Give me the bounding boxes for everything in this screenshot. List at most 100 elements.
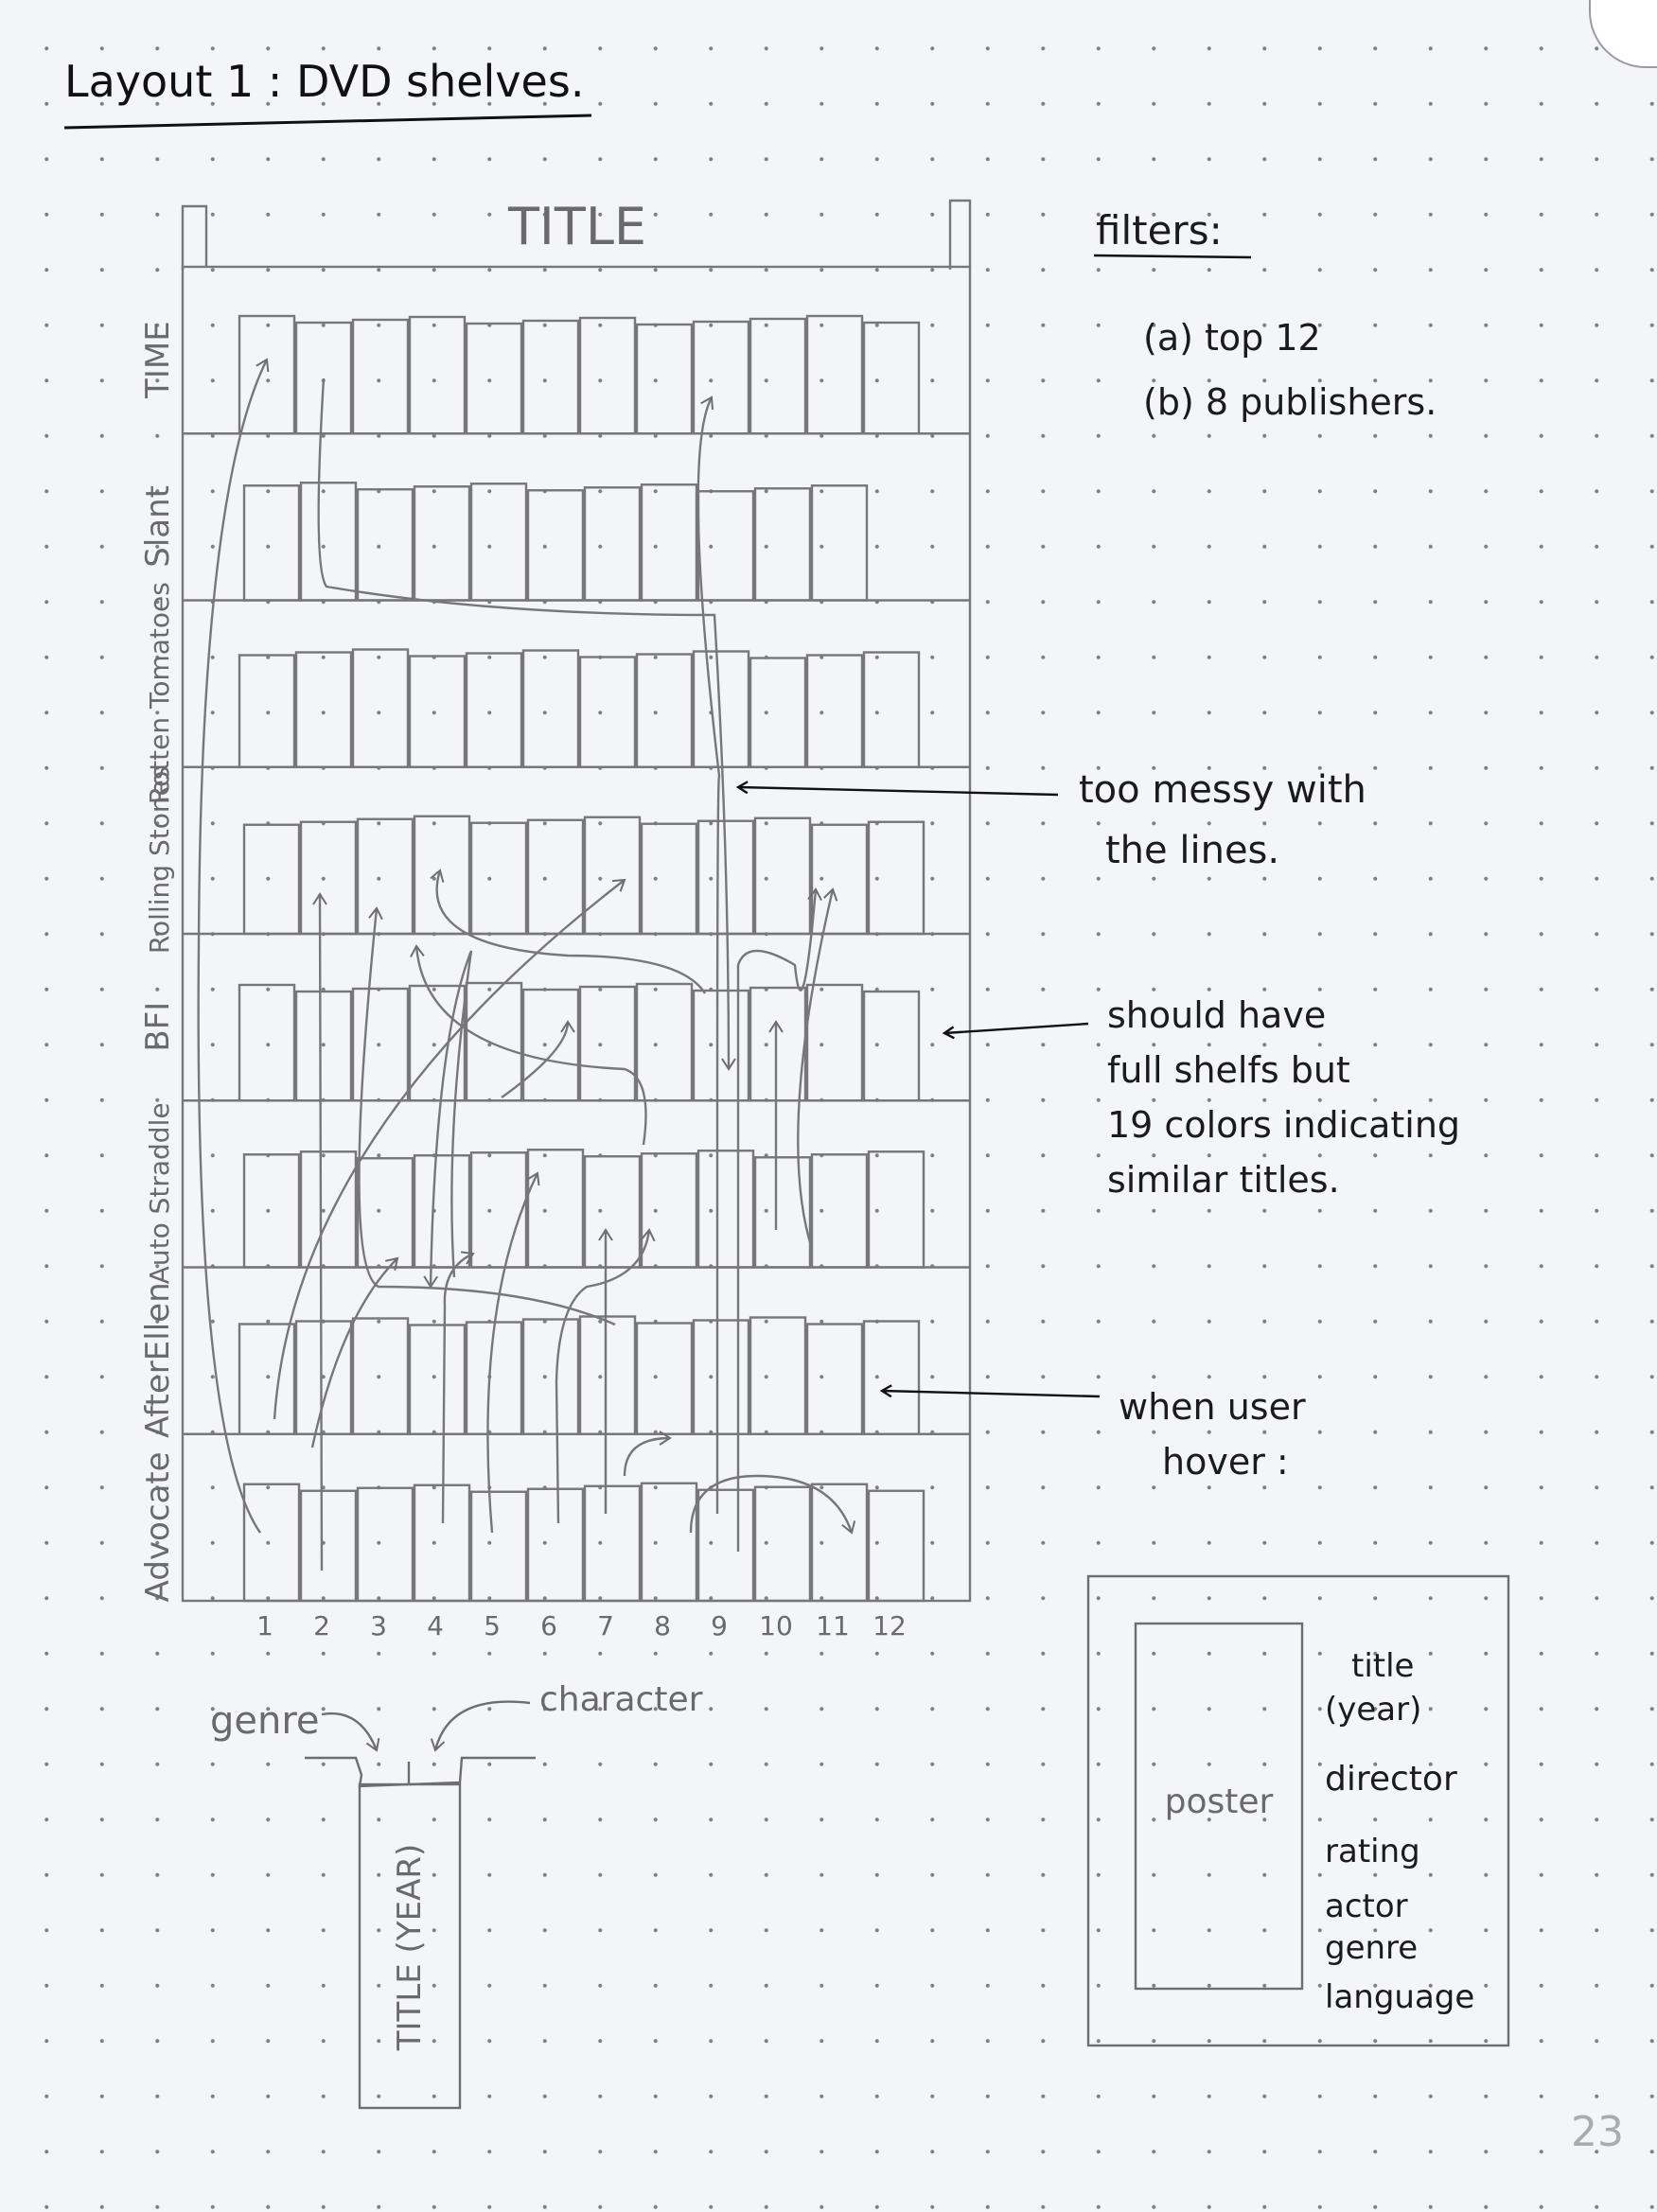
connector-line — [689, 1474, 856, 1535]
connector-line — [441, 1251, 475, 1524]
shelf-left-post — [181, 204, 208, 270]
dvd-spine — [810, 1153, 869, 1269]
connector-line — [423, 950, 473, 1289]
dvd-spine — [805, 983, 864, 1102]
hover-field: actor — [1325, 1887, 1408, 1925]
shelf-row-label: BFI — [139, 1002, 177, 1052]
shelf-row-label: Rolling Stones — [144, 766, 175, 955]
hover-field: title — [1351, 1647, 1414, 1685]
dvd-spine — [413, 815, 471, 936]
note-arrow-hover — [882, 1391, 1101, 1396]
dvd-spine — [696, 1488, 755, 1603]
shelf-column-label: 11 — [816, 1610, 850, 1641]
shelf-column-label: 4 — [427, 1610, 444, 1641]
dvd-spine — [749, 317, 807, 435]
shelf-row-label: Slant — [139, 485, 177, 568]
dvd-spine — [692, 1319, 750, 1435]
dvd-spine — [640, 1152, 698, 1269]
connector-line — [312, 892, 327, 1571]
connector-line — [430, 869, 707, 994]
connector-line — [501, 1020, 575, 1098]
hover-field: rating — [1325, 1833, 1420, 1870]
dvd-spine — [753, 816, 812, 936]
hover-card — [1086, 1574, 1510, 2047]
note-shelves-line: 19 colors indicating — [1107, 1104, 1460, 1146]
dvd-spine — [408, 1324, 467, 1435]
dvd-spine — [862, 321, 921, 435]
hover-card-frame — [1086, 1574, 1510, 2047]
shelf-row-label: Advocate — [139, 1451, 177, 1602]
dvd-spine — [696, 490, 755, 602]
dvd-spine — [753, 1156, 812, 1269]
dvd-spine — [635, 323, 694, 435]
dvd-spine — [299, 1489, 358, 1603]
dvd-spine — [521, 988, 580, 1102]
dvd-spine — [805, 1323, 864, 1435]
dvd-spine — [351, 987, 410, 1102]
dvd-spine — [578, 1315, 637, 1435]
note-shelves-line: should have — [1107, 994, 1326, 1036]
genre-arrow — [321, 1712, 380, 1752]
shelf-column-label: 3 — [370, 1610, 387, 1641]
dvd-spine — [867, 1489, 925, 1603]
dvd-spine — [294, 651, 353, 768]
character-label: character — [539, 1680, 703, 1719]
note-hover-line: hover : — [1162, 1441, 1289, 1483]
dvd-spine — [867, 1150, 925, 1269]
shelf-column-label: 12 — [873, 1610, 907, 1641]
note-arrow-full-shelves — [944, 1022, 1089, 1033]
dvd-spine — [465, 1321, 523, 1435]
dvd-spine — [583, 486, 642, 602]
dvd-spine — [583, 1484, 642, 1603]
filter-item: (b) 8 publishers. — [1143, 381, 1437, 423]
dvd-spine — [640, 1482, 698, 1603]
dvd-spine — [749, 986, 807, 1102]
filters-heading: filters: — [1096, 207, 1223, 254]
dvd-spine — [299, 820, 358, 936]
dvd-spine — [583, 1155, 642, 1269]
note-arrow-messy — [738, 787, 1059, 797]
dvd-spine — [413, 1154, 471, 1269]
dvd-spine — [408, 655, 467, 768]
dvd-spine — [867, 820, 925, 936]
spine-top-edge — [305, 1756, 536, 1788]
dvd-spine — [238, 314, 296, 435]
dvd-spine — [521, 1318, 580, 1435]
connector-line — [797, 887, 838, 1250]
dvd-spine — [521, 649, 580, 768]
dvd-spine — [805, 314, 864, 435]
dvd-spine — [749, 657, 807, 768]
dvd-spine — [294, 321, 353, 435]
filter-item: (a) top 12 — [1143, 317, 1321, 359]
dvd-spine — [578, 316, 637, 435]
hover-card-fields: title (year) director rating actor genre… — [1325, 1647, 1474, 2016]
connector-line — [736, 887, 822, 1552]
dvd-spine — [465, 652, 523, 768]
dvd-spine — [294, 990, 353, 1102]
connector-line — [696, 395, 721, 1514]
note-messy-line: the lines. — [1105, 829, 1279, 872]
dvd-spine — [749, 1316, 807, 1435]
dvd-spine — [465, 981, 523, 1102]
dvd-spine — [526, 1149, 585, 1269]
connector-line — [197, 358, 270, 1534]
dvd-spine — [465, 322, 523, 435]
dvd-spine — [692, 989, 750, 1102]
dvd-spine — [356, 817, 414, 936]
dvd-spine — [242, 1153, 301, 1269]
dvd-spines — [238, 314, 925, 1603]
dvd-spine — [526, 489, 585, 602]
dvd-spine — [238, 983, 296, 1102]
dvd-spine — [356, 1157, 414, 1269]
dvd-spine — [238, 1323, 296, 1435]
hover-field: (year) — [1325, 1691, 1421, 1729]
shelf-row-label: TIME — [139, 321, 177, 399]
dvd-spine — [356, 488, 414, 602]
connector-line — [358, 906, 616, 1326]
title-underline — [63, 114, 592, 130]
dvd-spine — [810, 823, 869, 936]
shelf-row-label: Rotten Tomatoes — [144, 582, 175, 804]
dvd-spine — [640, 822, 698, 936]
dvd-spine — [351, 648, 410, 768]
